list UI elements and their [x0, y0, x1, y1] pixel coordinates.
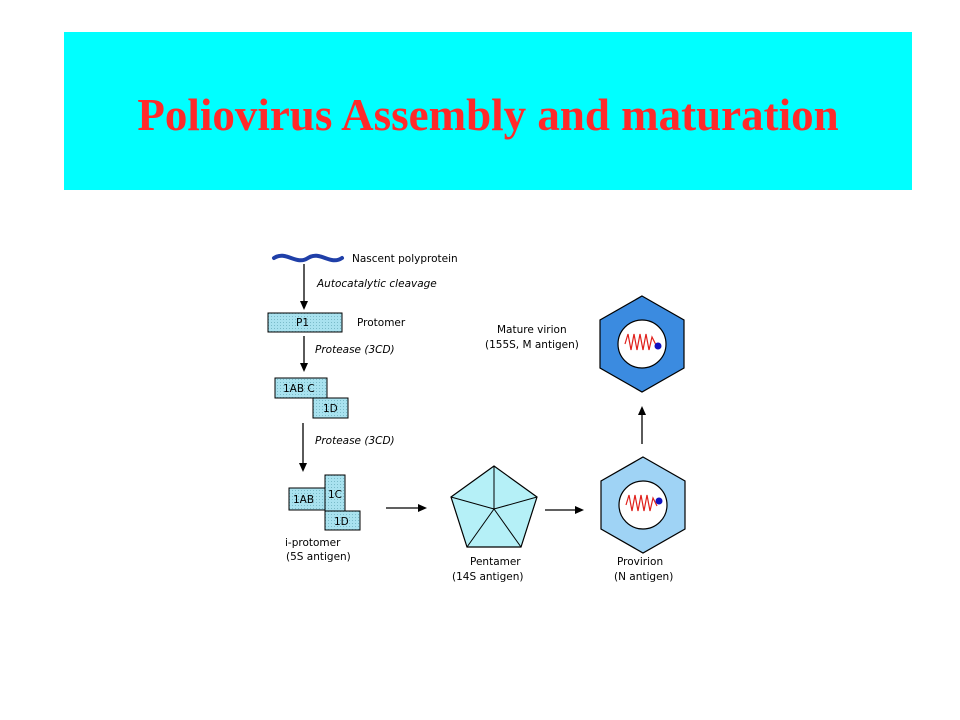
nascent-label: Nascent polyprotein [352, 253, 458, 265]
mature-virion-antigen: (155S, M antigen) [485, 339, 579, 351]
pentamer-label: Pentamer [470, 556, 521, 568]
pentamer-antigen: (14S antigen) [452, 571, 523, 583]
i-protomer-antigen: (5S antigen) [286, 551, 351, 563]
provirion-antigen: (N antigen) [614, 571, 673, 583]
title-banner: Poliovirus Assembly and maturation [64, 32, 912, 190]
arrow-down-2 [300, 336, 308, 372]
i-protomer-label: i-protomer [285, 537, 341, 549]
vpg-dot-provirion [655, 497, 663, 505]
box-1d-a-label: 1D [323, 403, 338, 415]
p1-label: P1 [296, 317, 309, 329]
protease-label-1: Protease (3CD) [315, 344, 395, 356]
provirion-shape [600, 456, 686, 554]
mature-virion-shape [599, 295, 685, 393]
page-title: Poliovirus Assembly and maturation [137, 90, 839, 140]
arrow-down-3 [299, 423, 307, 472]
arrow-right-2 [545, 506, 584, 514]
box-1d-b [324, 510, 361, 531]
mature-virion-label: Mature virion [497, 324, 567, 336]
box-1c-label: 1C [328, 489, 342, 501]
p1-box [267, 312, 343, 333]
rna-strand-mature [624, 333, 657, 351]
autocatalytic-label: Autocatalytic cleavage [316, 278, 437, 290]
rna-strand-provirion [625, 494, 658, 512]
protomer-label: Protomer [357, 317, 406, 329]
protease-label-2: Protease (3CD) [315, 435, 395, 447]
arrow-down-1 [300, 264, 308, 310]
provirion-label: Provirion [617, 556, 663, 568]
box-1d-b-label: 1D [334, 516, 349, 528]
box-1abc-label: 1AB C [283, 383, 315, 395]
polyprotein-strand [272, 253, 344, 263]
arrow-up [638, 406, 646, 444]
vpg-dot-mature [654, 342, 662, 350]
box-1ab-label: 1AB [293, 494, 314, 506]
box-1d-a [312, 397, 349, 419]
pentamer-shape [450, 465, 538, 548]
arrow-right-1 [386, 504, 427, 512]
box-1abc [274, 377, 328, 399]
